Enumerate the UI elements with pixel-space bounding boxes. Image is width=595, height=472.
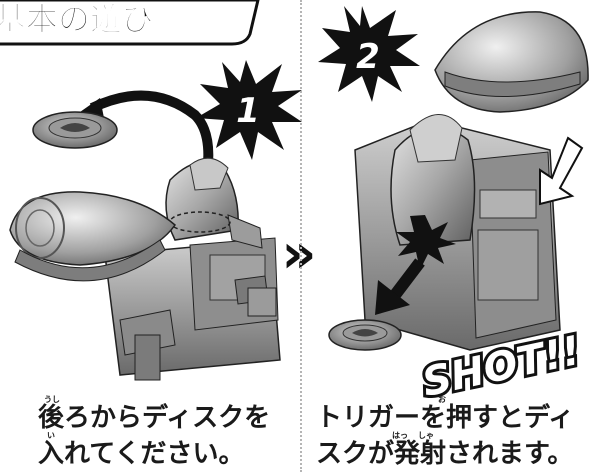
step-2-caption-line-1: トリガーを押すとディ	[316, 403, 575, 433]
disc-icon	[328, 319, 402, 351]
step-1-badge: 1	[196, 60, 302, 160]
disc-icon	[32, 111, 118, 149]
step-2-badge: 2	[318, 6, 420, 102]
ruby-reading: うし	[44, 395, 60, 404]
ruby-reading: しゃ	[418, 431, 434, 440]
launcher-illustration-step-2	[328, 11, 589, 351]
step-2-caption-line-2: スクが発射されます。	[316, 439, 574, 469]
step-1-number: 1	[236, 91, 260, 131]
ruby-reading: はっ	[392, 431, 408, 440]
step-1-caption-line-2: 入れてください。	[38, 439, 245, 469]
launcher-illustration-step-1	[9, 90, 281, 381]
header-banner: 基本の遊び	[0, 0, 260, 46]
header-title: 基本の遊び	[0, 0, 154, 38]
step-2-number: 2	[356, 37, 380, 77]
next-step-arrow: »	[282, 222, 317, 285]
step-1-caption-line-1: 後ろからディスクを	[38, 403, 271, 433]
ruby-reading: お	[438, 395, 446, 404]
ruby-reading: い	[47, 431, 55, 440]
step-divider	[300, 0, 302, 472]
